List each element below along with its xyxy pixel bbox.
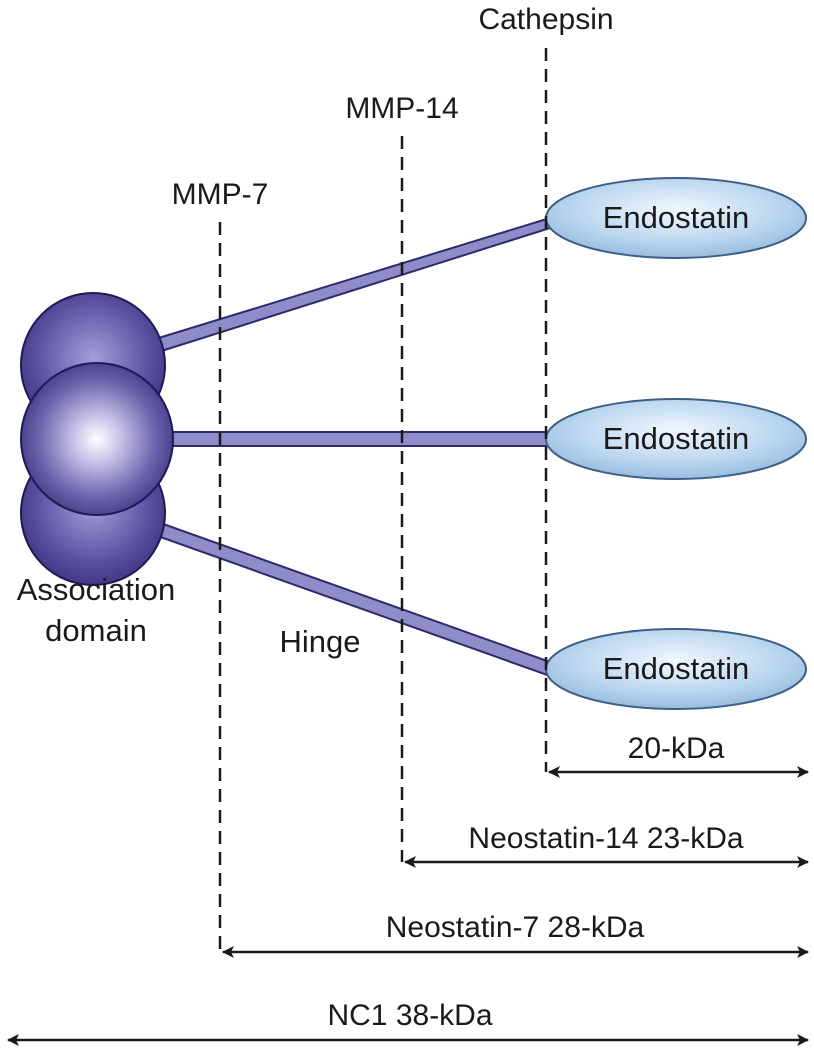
mmp14-label: MMP-14 <box>345 92 458 125</box>
endostatin-20kda-label: 20-kDa <box>628 732 725 765</box>
hinge-label: Hinge <box>280 624 361 659</box>
cathepsin-label: Cathepsin <box>478 3 613 36</box>
cleavage-site-lines <box>218 48 548 952</box>
nc1-label: NC1 38-kDa <box>327 999 492 1032</box>
association-domain <box>20 292 174 586</box>
sphere-front <box>20 362 174 516</box>
association-domain-label-line1: Association <box>17 572 176 607</box>
endostatin-label-top: Endostatin <box>603 200 750 235</box>
neostatin14-label: Neostatin-14 23-kDa <box>468 822 743 855</box>
hinge-rods <box>151 216 553 678</box>
fragment-arrows <box>7 766 809 1046</box>
endostatin-label-bottom: Endostatin <box>603 651 750 686</box>
neostatin7-label: Neostatin-7 28-kDa <box>386 911 645 944</box>
endostatin-domains: Endostatin Endostatin Endostatin <box>545 177 807 710</box>
mmp7-label: MMP-7 <box>172 178 269 211</box>
hinge-rod-top <box>151 216 551 356</box>
association-domain-label-line2: domain <box>45 613 147 648</box>
endostatin-label-middle: Endostatin <box>603 421 750 456</box>
